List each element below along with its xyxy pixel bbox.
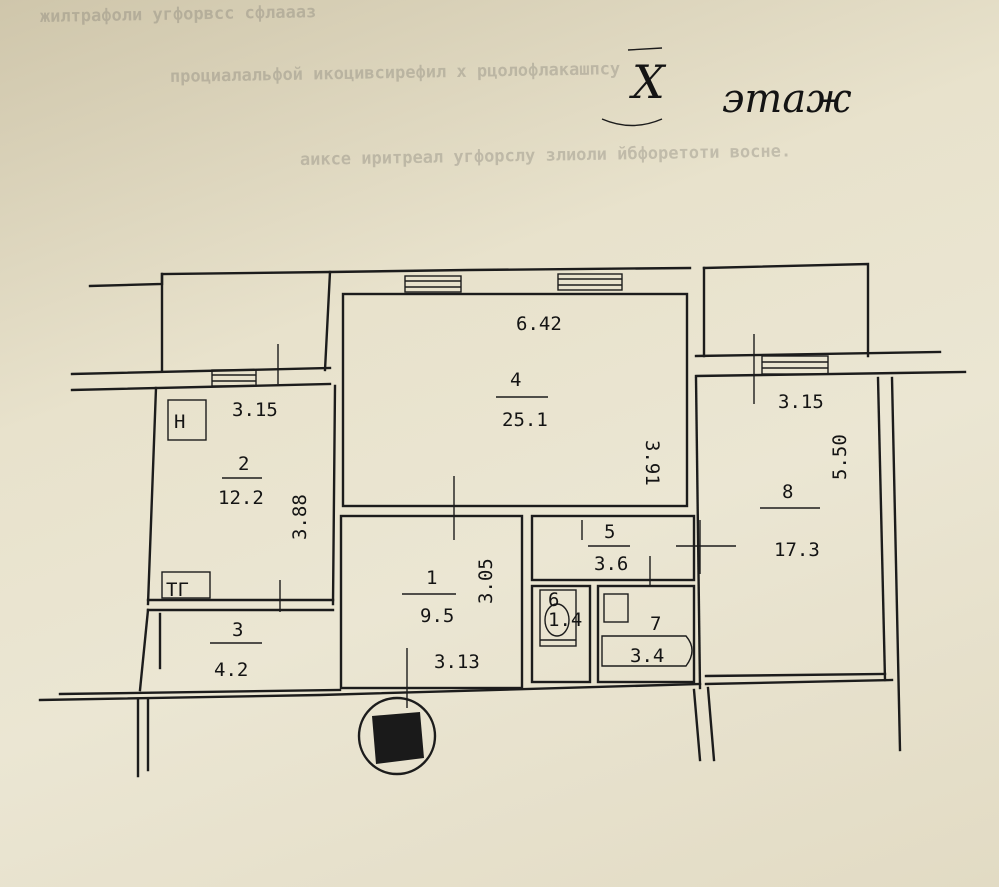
windows [211,273,829,387]
room-1-number: 1 [426,567,437,589]
room-7-number: 7 [650,613,661,635]
room4-width-label: 6.42 [516,313,562,335]
sink-icon [603,593,629,623]
storage-symbol: ТГ [166,579,189,601]
room-labels: 4 25.1 2 12.2 3 4.2 1 9.5 5 3.6 6 1.4 [210,369,820,681]
room-2-label: 2 12.2 [218,453,264,509]
window-room2 [211,369,257,387]
background-print: жилтрафоли угфорвсс сфлаааз проциалальфо… [40,2,792,170]
room-2-number: 2 [238,453,249,475]
room8-depth-label: 5.50 [829,434,851,480]
fixture-symbol: Н [174,411,185,433]
door-marks [160,334,755,708]
room-1-label: 1 9.5 [402,567,456,627]
room-1-area: 9.5 [420,605,454,627]
window-left [404,275,462,293]
storage-cabinet-icon [161,571,211,599]
bathtub-icon [601,635,693,667]
room4-depth-label: 3.91 [641,440,663,486]
room-8-number: 8 [782,481,793,503]
room-7-area: 3.4 [630,645,664,667]
svg-text:аиксе иритреал угфорслу злио: аиксе иритреал угфорслу злиоли йбфоретот… [300,141,792,170]
room1-depth-label: 3.05 [475,558,497,604]
room-4-area: 25.1 [502,409,548,431]
room-5-area: 3.6 [594,553,628,575]
svg-text:жилтрафоли угфорвсс сфлаааз: жилтрафоли угфорвсс сфлаааз [40,2,317,27]
room-8-area: 17.3 [774,539,820,561]
room-3-number: 3 [232,619,243,641]
floor-word: этаж [722,76,852,122]
room-6-label: 6 1.4 [548,589,582,631]
room1-width-label: 3.13 [434,651,480,673]
room8-width-label: 3.15 [778,391,824,413]
room-3-label: 3 4.2 [210,619,262,681]
redacted-stamp [357,696,437,776]
window-room8 [761,355,829,375]
floor-heading: X этаж [601,47,852,127]
room-3-area: 4.2 [214,659,248,681]
ventilation-shaft-icon [167,399,207,441]
room-4-number: 4 [510,369,521,391]
window-right [557,273,623,291]
room-6-area: 1.4 [548,609,582,631]
room2-depth-label: 3.88 [289,494,311,540]
room2-width-label: 3.15 [232,399,278,421]
fixtures: Н ТГ [161,399,693,667]
dimension-labels: 6.42 3.91 3.15 3.88 3.05 3.13 3.15 5.50 [232,313,851,673]
walls [38,262,967,778]
svg-text:проциалальфой икоцивсирефил: проциалальфой икоцивсирефил х рцолофлака… [170,59,621,87]
room-7-label: 7 3.4 [630,613,664,667]
room-5-number: 5 [604,521,615,543]
room-2-area: 12.2 [218,487,264,509]
room-4-label: 4 25.1 [496,369,548,431]
room-5-label: 5 3.6 [588,521,630,575]
room-6-number: 6 [548,589,559,611]
room-8-label: 8 17.3 [760,481,820,561]
toilet-icon [539,589,577,647]
floor-numeral: X [629,55,667,109]
